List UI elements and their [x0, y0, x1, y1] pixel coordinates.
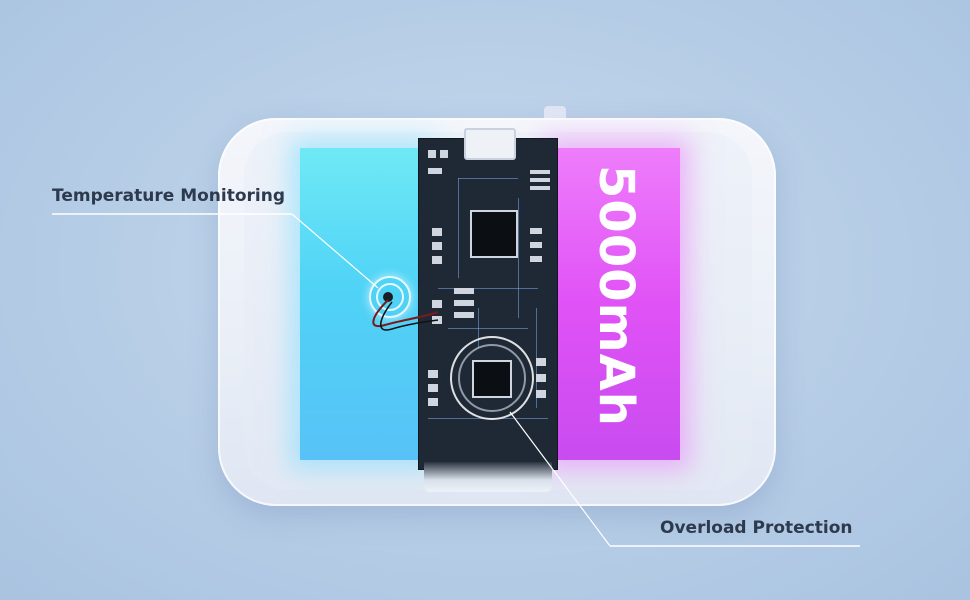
temperature-sensor [383, 292, 393, 302]
temperature-highlight-ring [369, 276, 411, 318]
protection-highlight-ring-inner [458, 344, 526, 412]
temperature-highlight-ring-inner [376, 283, 404, 311]
temperature-monitoring-label: Temperature Monitoring [52, 186, 286, 206]
usb-port [464, 128, 516, 160]
overload-protection-label: Overload Protection [660, 518, 853, 538]
battery-cell-right [552, 148, 680, 460]
power-button [544, 106, 566, 118]
overload-leader-line [509, 411, 611, 547]
protection-highlight-ring [450, 336, 534, 420]
pcb-connector [424, 462, 552, 492]
sensor-wire-red [372, 299, 439, 328]
protection-chip [472, 360, 512, 398]
temperature-leader-line [291, 213, 379, 289]
sensor-wire-black [380, 301, 439, 331]
controller-chip [470, 210, 518, 258]
